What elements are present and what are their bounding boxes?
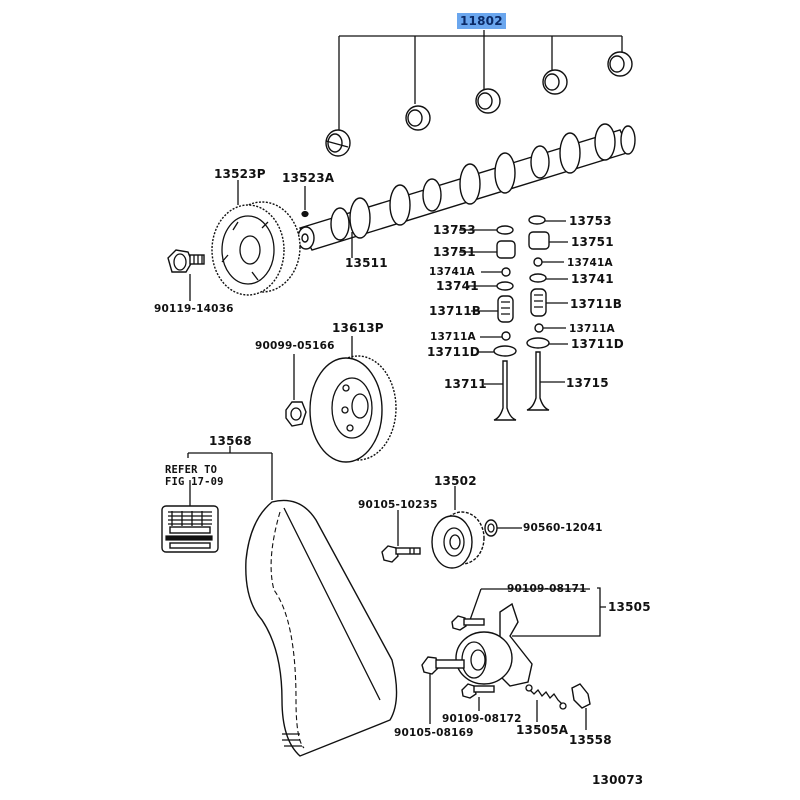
tensioner-spring[interactable] — [525, 684, 567, 710]
timing-belt[interactable] — [245, 499, 398, 757]
label-13558[interactable]: 13558 — [569, 733, 612, 747]
crank-pulley-nut[interactable] — [285, 401, 307, 427]
label-13711B-left[interactable]: 13711B — [429, 304, 482, 318]
crankshaft-timing-pulley[interactable] — [309, 355, 397, 463]
refer-note-line1: REFER TO — [165, 464, 218, 476]
label-13502[interactable]: 13502 — [434, 474, 477, 488]
valve-train-right[interactable] — [526, 215, 568, 411]
label-13711A-right[interactable]: 13711A — [569, 323, 615, 335]
label-90119-14036[interactable]: 90119-14036 — [154, 303, 234, 315]
label-13568[interactable]: 13568 — [209, 434, 252, 448]
tensioner-mount-bolt[interactable] — [421, 656, 465, 675]
label-13741A-right[interactable]: 13741A — [567, 257, 613, 269]
label-13741A-left[interactable]: 13741A — [429, 266, 475, 278]
refer-note-line2[interactable]: FIG 17-09 — [165, 476, 224, 488]
label-13741-right[interactable]: 13741 — [571, 272, 614, 286]
idler-spacer-washer[interactable] — [484, 519, 498, 537]
figure-number: 130073 — [592, 773, 644, 787]
label-13711A-left[interactable]: 13711A — [430, 331, 476, 343]
camshaft-timing-pulley[interactable] — [211, 201, 301, 296]
tensioner-bolt-upper[interactable] — [451, 615, 485, 631]
idler-pulley-bolt[interactable] — [381, 545, 421, 563]
label-13523A[interactable]: 13523A — [282, 171, 335, 185]
label-11802[interactable]: 11802 — [457, 13, 506, 29]
label-13711D-right[interactable]: 13711D — [571, 337, 624, 351]
label-13753-left[interactable]: 13753 — [433, 223, 476, 237]
label-13505[interactable]: 13505 — [608, 600, 651, 614]
label-13711B-right[interactable]: 13711B — [570, 297, 623, 311]
camshaft-pulley-bolt[interactable] — [167, 249, 205, 273]
camshaft[interactable] — [297, 123, 636, 251]
timing-belt-tensioner[interactable] — [455, 602, 533, 687]
label-13511[interactable]: 13511 — [345, 256, 388, 270]
label-90560-12041[interactable]: 90560-12041 — [523, 522, 603, 534]
label-13523P[interactable]: 13523P — [214, 167, 266, 181]
label-13751-right[interactable]: 13751 — [571, 235, 614, 249]
label-90109-08172[interactable]: 90109-08172 — [442, 713, 522, 725]
label-13751-left[interactable]: 13751 — [433, 245, 476, 259]
tensioner-stopper[interactable] — [571, 683, 591, 709]
label-90109-08171[interactable]: 90109-08171 — [507, 583, 587, 595]
label-90099-05166[interactable]: 90099-05166 — [255, 340, 335, 352]
valve-train-left[interactable] — [459, 225, 517, 421]
label-13741-left[interactable]: 13741 — [436, 279, 479, 293]
camshaft-bearing-set[interactable] — [325, 51, 633, 157]
idler-pulley[interactable] — [431, 511, 485, 569]
label-13753-right[interactable]: 13753 — [569, 214, 612, 228]
label-90105-08169[interactable]: 90105-08169 — [394, 727, 474, 739]
label-13715[interactable]: 13715 — [566, 376, 609, 390]
tensioner-bolt-lower[interactable] — [461, 683, 495, 699]
bearing-leader-lines — [338, 30, 623, 132]
label-13505A[interactable]: 13505A — [516, 723, 569, 737]
label-13711[interactable]: 13711 — [444, 377, 487, 391]
label-90105-10235[interactable]: 90105-10235 — [358, 499, 438, 511]
belt-reference-icon — [161, 505, 219, 553]
label-13613P[interactable]: 13613P — [332, 321, 384, 335]
label-13711D-left[interactable]: 13711D — [427, 345, 480, 359]
